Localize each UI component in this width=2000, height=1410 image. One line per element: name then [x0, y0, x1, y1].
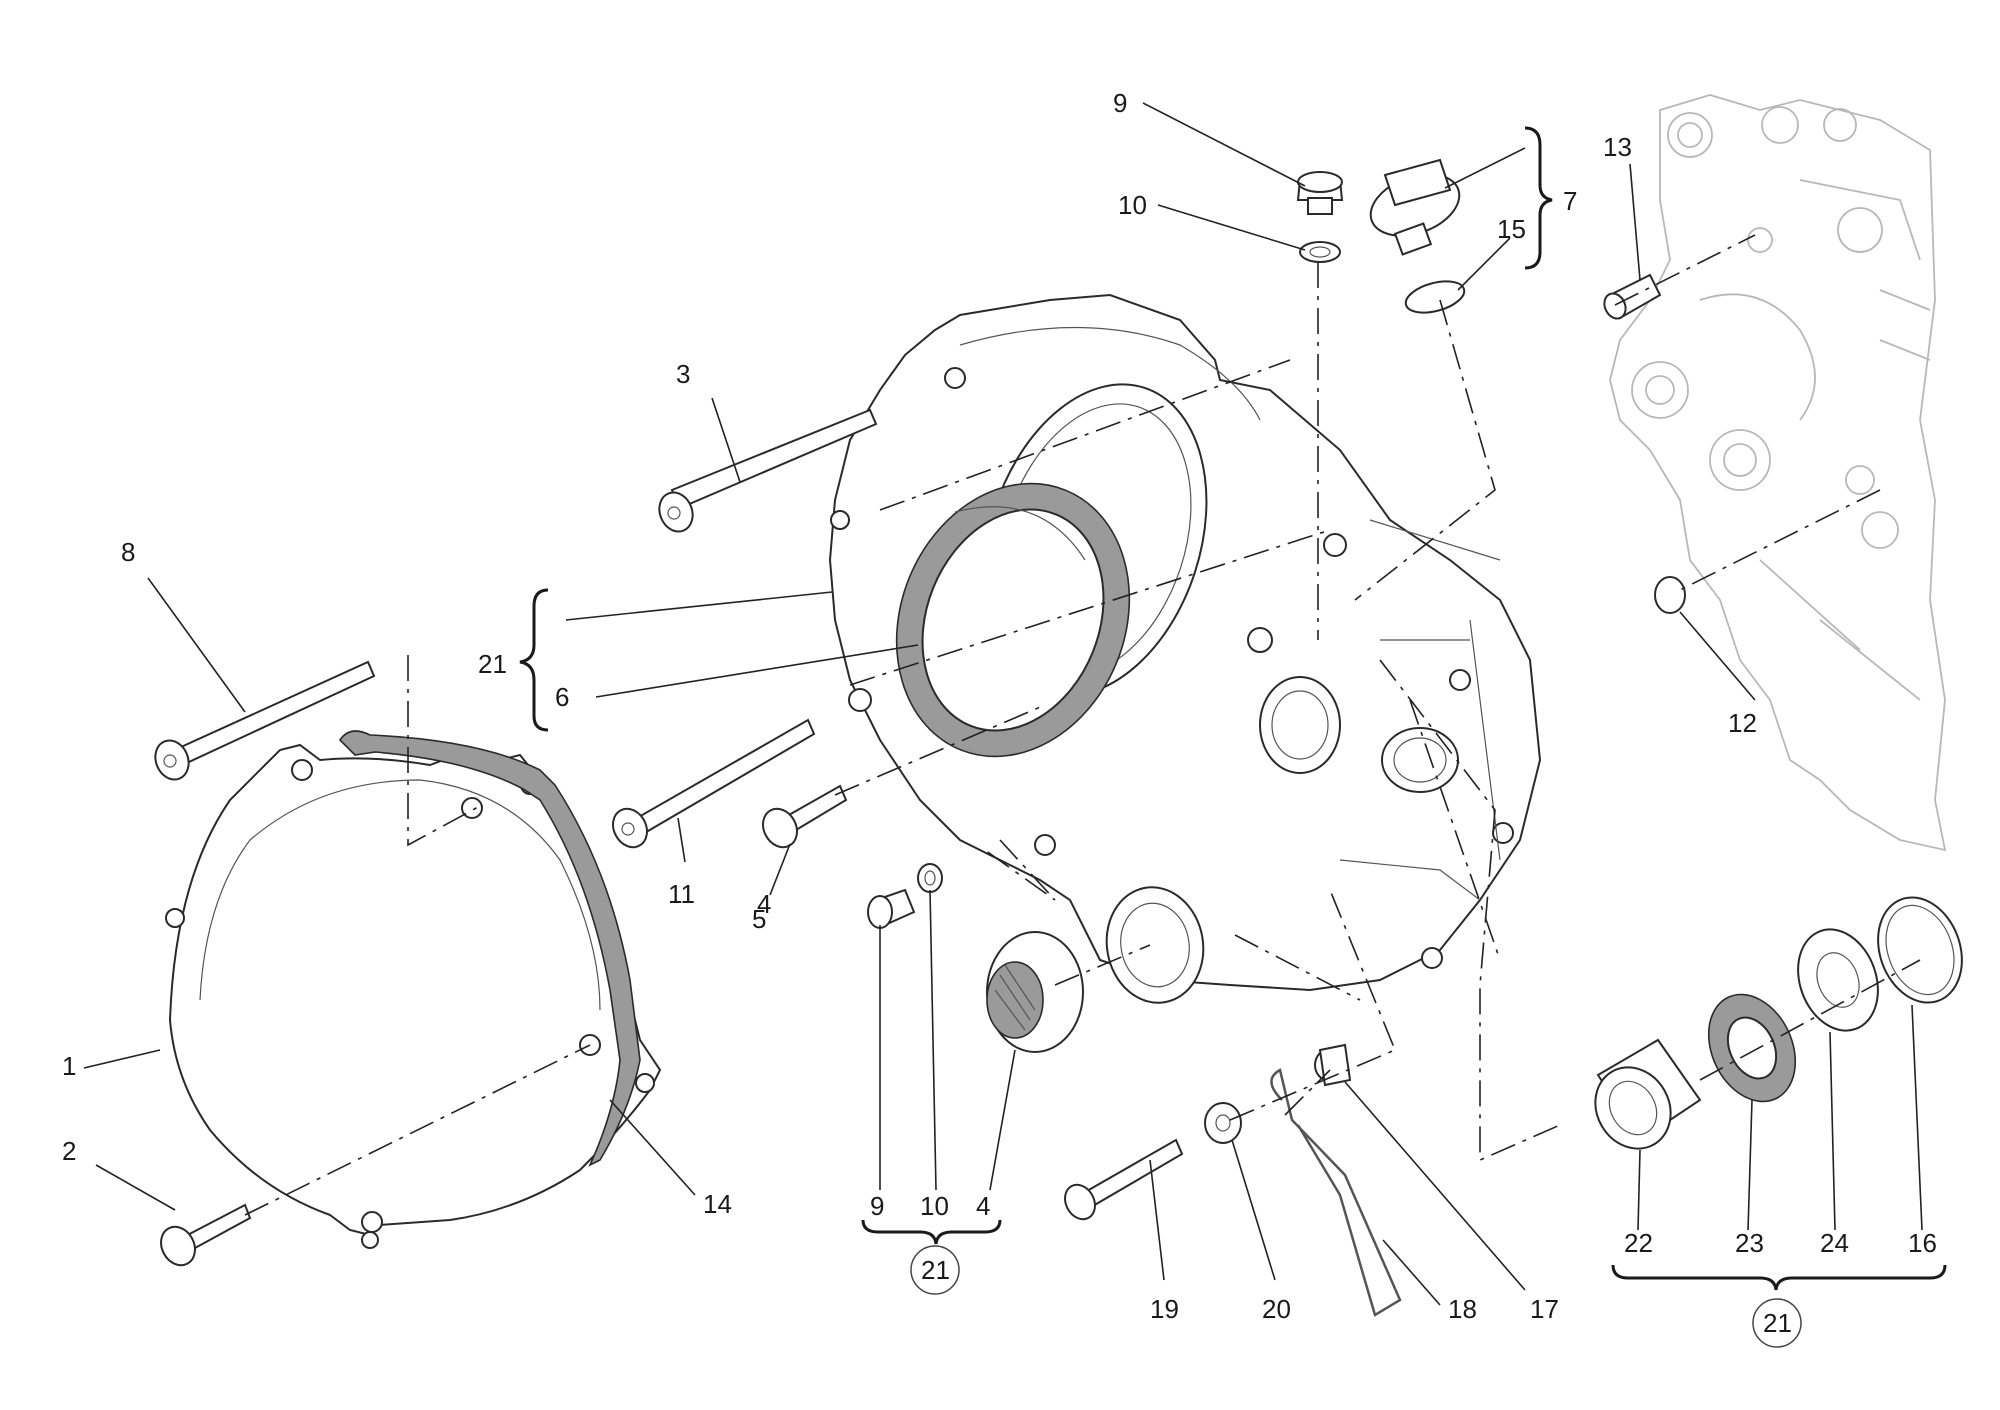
callout-7: 7 — [1563, 186, 1577, 216]
kit-label-right: 21 — [1763, 1308, 1792, 1338]
kit-circle-right — [1752, 1298, 1802, 1348]
callout-23: 23 — [1735, 1228, 1764, 1258]
leader-lines — [83, 102, 1923, 1306]
spring-clip-18 — [1270, 1068, 1402, 1317]
callout-20: 20 — [1262, 1294, 1291, 1324]
bolt-8 — [154, 660, 376, 781]
callout-14: 14 — [703, 1189, 732, 1219]
callout-5: 5 — [752, 904, 766, 934]
bracket-21-left — [519, 588, 549, 732]
bolt-3 — [658, 408, 878, 533]
plug-17 — [1314, 1043, 1352, 1087]
dowel-13 — [1603, 273, 1662, 320]
callout-4: 4 — [757, 889, 771, 919]
circlip-16 — [1877, 896, 1963, 1004]
bolt-11 — [612, 718, 816, 849]
callout-16: 16 — [1908, 1228, 1937, 1258]
callout-9-top: 9 — [1113, 88, 1127, 118]
oil-seal-ring — [895, 482, 1131, 758]
callout-15: 15 — [1497, 214, 1526, 244]
callout-11: 11 — [668, 879, 695, 909]
callout-2: 2 — [62, 1136, 76, 1166]
callout-18: 18 — [1448, 1294, 1477, 1324]
callout-10-top: 10 — [1118, 190, 1147, 220]
bolt-2 — [160, 1203, 252, 1267]
kit-label-left: 21 — [921, 1255, 950, 1285]
callout-8: 8 — [121, 537, 135, 567]
bolt-5 — [762, 784, 848, 849]
callout-3: 3 — [676, 359, 690, 389]
bearing-23 — [1707, 993, 1797, 1103]
callout-12: 12 — [1728, 708, 1757, 738]
seal-4 — [986, 931, 1084, 1053]
cover-gasket — [338, 730, 641, 1167]
callout-19: 19 — [1150, 1294, 1179, 1324]
o-ring-15 — [1404, 280, 1466, 314]
filler-cap-7 — [1369, 158, 1461, 256]
washer-24 — [1797, 928, 1879, 1032]
o-ring-12 — [1654, 576, 1686, 614]
callout-17: 17 — [1530, 1294, 1559, 1324]
plug-9-top — [1296, 171, 1344, 215]
callout-21-left: 21 — [478, 649, 507, 679]
crankcase-ghost — [1609, 94, 1947, 852]
bolt-19 — [1064, 1138, 1184, 1221]
washer-10-bottom — [917, 863, 943, 893]
callout-22: 22 — [1624, 1228, 1653, 1258]
assembly-axis-lines — [244, 234, 1921, 1216]
callout-labels: 1 2 3 4 5 6 7 8 9 10 11 12 13 14 15 16 1… — [62, 88, 1937, 1338]
bracket-21-bottom-left — [861, 1219, 1002, 1245]
bushing-22 — [1594, 1038, 1702, 1150]
bracket-7 — [1524, 126, 1553, 270]
washer-10-top — [1299, 241, 1341, 263]
callout-9-bottom: 9 — [870, 1191, 884, 1221]
callout-24: 24 — [1820, 1228, 1849, 1258]
callout-1: 1 — [62, 1051, 76, 1081]
callout-6: 6 — [555, 682, 569, 712]
washer-20 — [1204, 1102, 1242, 1144]
callout-10-bottom: 10 — [920, 1191, 949, 1221]
callout-4-bottom: 4 — [976, 1191, 990, 1221]
callout-13: 13 — [1603, 132, 1632, 162]
outer-clutch-cover — [165, 743, 662, 1249]
kit-circle-left — [910, 1245, 960, 1295]
plug-9-bottom — [867, 888, 916, 929]
bracket-21-bottom-right — [1611, 1264, 1947, 1291]
